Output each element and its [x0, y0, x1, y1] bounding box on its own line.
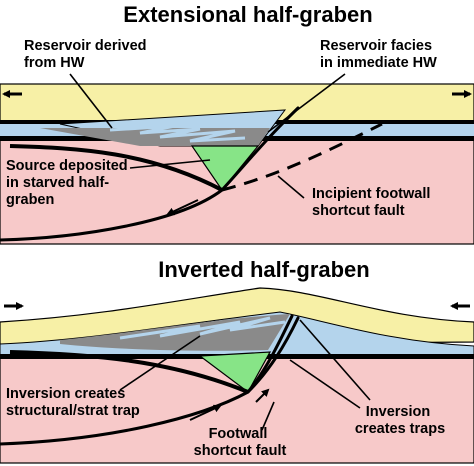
inverted-halfgraben-floor — [9, 350, 249, 394]
fault-slip-arrow — [166, 199, 199, 216]
halfgraben-floor — [9, 144, 223, 192]
inverted-title: Inverted half-graben — [158, 257, 369, 282]
reservoir-fingers — [109, 124, 246, 143]
inverted-slip-arrow — [189, 404, 222, 421]
label-incipient: Incipient footwall shortcut fault — [312, 186, 434, 219]
leader-source — [129, 159, 211, 169]
inverted-slip-arrow-2 — [255, 388, 270, 403]
inverted-footwall-fault — [246, 316, 300, 394]
label-footwall: Footwall shortcut fault — [194, 426, 287, 459]
leader-incipient — [277, 175, 305, 199]
leader-inversion-traps-a — [299, 319, 371, 401]
extensional-panel: Extensional half-graben Reservoir derive… — [0, 2, 474, 245]
leader-reservoir-hw — [69, 73, 113, 129]
leader-inversion-traps-b — [289, 359, 361, 409]
inverted-reservoir-fingers — [119, 316, 286, 340]
label-reservoir-hw: Reservoir derived from HW — [24, 38, 151, 71]
leader-reservoir-facies — [267, 73, 346, 133]
master-fault — [0, 106, 300, 242]
label-reservoir-facies: Reservoir facies in immediate HW — [320, 38, 437, 71]
leader-footwall — [261, 401, 275, 431]
extensional-title: Extensional half-graben — [123, 2, 372, 27]
label-inversion-traps: Inversion creates traps — [355, 404, 445, 437]
inverted-source-wedge — [198, 351, 272, 393]
leader-inversion-trap — [119, 335, 201, 391]
label-source: Source deposited in starved half- graben — [6, 158, 132, 208]
label-inversion-trap: Inversion creates structural/strat trap — [6, 386, 140, 419]
inverted-panel: Inverted half-graben Inversion creates s… — [0, 257, 474, 464]
inverted-master-fault — [0, 314, 294, 446]
